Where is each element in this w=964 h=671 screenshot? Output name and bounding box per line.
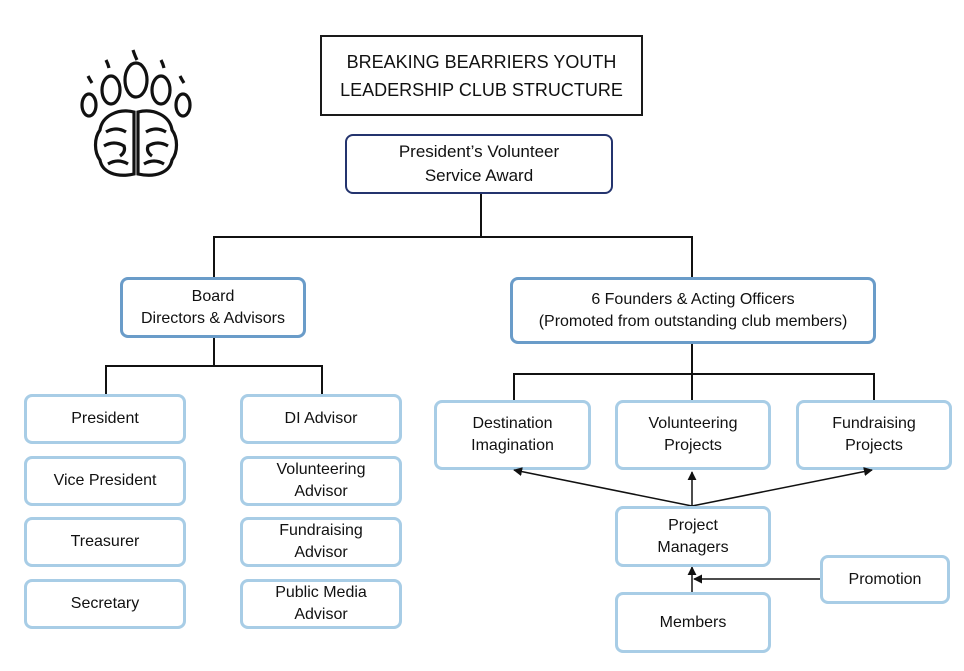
program-line-1: Fundraising [832, 415, 916, 432]
program-fundraising-projects: Fundraising Projects [796, 400, 952, 470]
officer-president: President [24, 394, 186, 444]
connector-programs-horizontal [513, 373, 874, 375]
advisor-line-1: Volunteering [276, 461, 366, 478]
program-line-2: Projects [845, 437, 903, 454]
founders-line-2: (Promoted from outstanding club members) [538, 312, 848, 330]
award-line-1: President’s Volunteer [398, 142, 560, 161]
program-line-1: Volunteering [648, 415, 738, 432]
connector-board-down [213, 338, 215, 365]
advisor-fundraising: Fundraising Advisor [240, 517, 402, 567]
connector-to-fundraising [873, 373, 875, 400]
bear-paw-logo [76, 46, 196, 180]
officer-treasurer: Treasurer [24, 517, 186, 567]
arrow-pm-to-di [513, 467, 693, 507]
connector-to-di [513, 373, 515, 400]
advisor-di: DI Advisor [240, 394, 402, 444]
connector-to-officers [105, 365, 107, 394]
program-line-2: Projects [664, 437, 722, 454]
connector-to-founders [691, 236, 693, 277]
advisor-line-2: Advisor [294, 544, 348, 561]
pm-line-1: Project [668, 516, 718, 534]
advisor-line-2: Advisor [294, 483, 348, 500]
founders-box: 6 Founders & Acting Officers (Promoted f… [510, 277, 876, 344]
title-line-1: BREAKING BEARRIERS YOUTH [346, 51, 617, 72]
board-box: Board Directors & Advisors [120, 277, 306, 338]
connector-to-volunteering [691, 373, 693, 400]
award-line-2: Service Award [424, 166, 534, 185]
connector-to-advisors [321, 365, 323, 394]
title-line-2: LEADERSHIP CLUB STRUCTURE [340, 79, 623, 100]
board-line-2: Directors & Advisors [140, 309, 286, 327]
bear-paw-brain-icon [80, 49, 192, 177]
program-line-2: Imagination [471, 437, 554, 454]
members-box: Members [615, 592, 771, 653]
connector-top-horizontal [213, 236, 692, 238]
connector-board-horizontal [105, 365, 322, 367]
diagram-title: BREAKING BEARRIERS YOUTH LEADERSHIP CLUB… [320, 35, 643, 116]
officer-secretary: Secretary [24, 579, 186, 629]
promotion-box: Promotion [820, 555, 950, 604]
program-volunteering-projects: Volunteering Projects [615, 400, 771, 470]
officer-label: President [71, 410, 139, 427]
advisor-line-1: Fundraising [279, 522, 363, 539]
award-box: President’s Volunteer Service Award [345, 134, 613, 194]
officer-label: Vice President [53, 472, 157, 489]
officer-label: Treasurer [70, 533, 140, 550]
advisor-line-1: DI Advisor [284, 410, 358, 427]
advisor-volunteering: Volunteering Advisor [240, 456, 402, 506]
pm-line-2: Managers [657, 538, 729, 556]
board-line-1: Board [191, 287, 235, 305]
connector-to-board [213, 236, 215, 277]
program-line-1: Destination [472, 415, 553, 432]
advisor-line-2: Advisor [294, 606, 348, 623]
program-destination-imagination: Destination Imagination [434, 400, 591, 470]
officer-label: Secretary [70, 595, 140, 612]
advisor-line-1: Public Media [275, 584, 367, 601]
members-label: Members [659, 613, 727, 631]
arrow-pm-to-fundraising [691, 467, 873, 507]
project-managers-box: Project Managers [615, 506, 771, 567]
founders-line-1: 6 Founders & Acting Officers [591, 290, 795, 308]
connector-award-down [480, 194, 482, 236]
connector-founders-down [691, 344, 693, 373]
promotion-label: Promotion [848, 570, 922, 588]
officer-vice-president: Vice President [24, 456, 186, 506]
advisor-public-media: Public Media Advisor [240, 579, 402, 629]
